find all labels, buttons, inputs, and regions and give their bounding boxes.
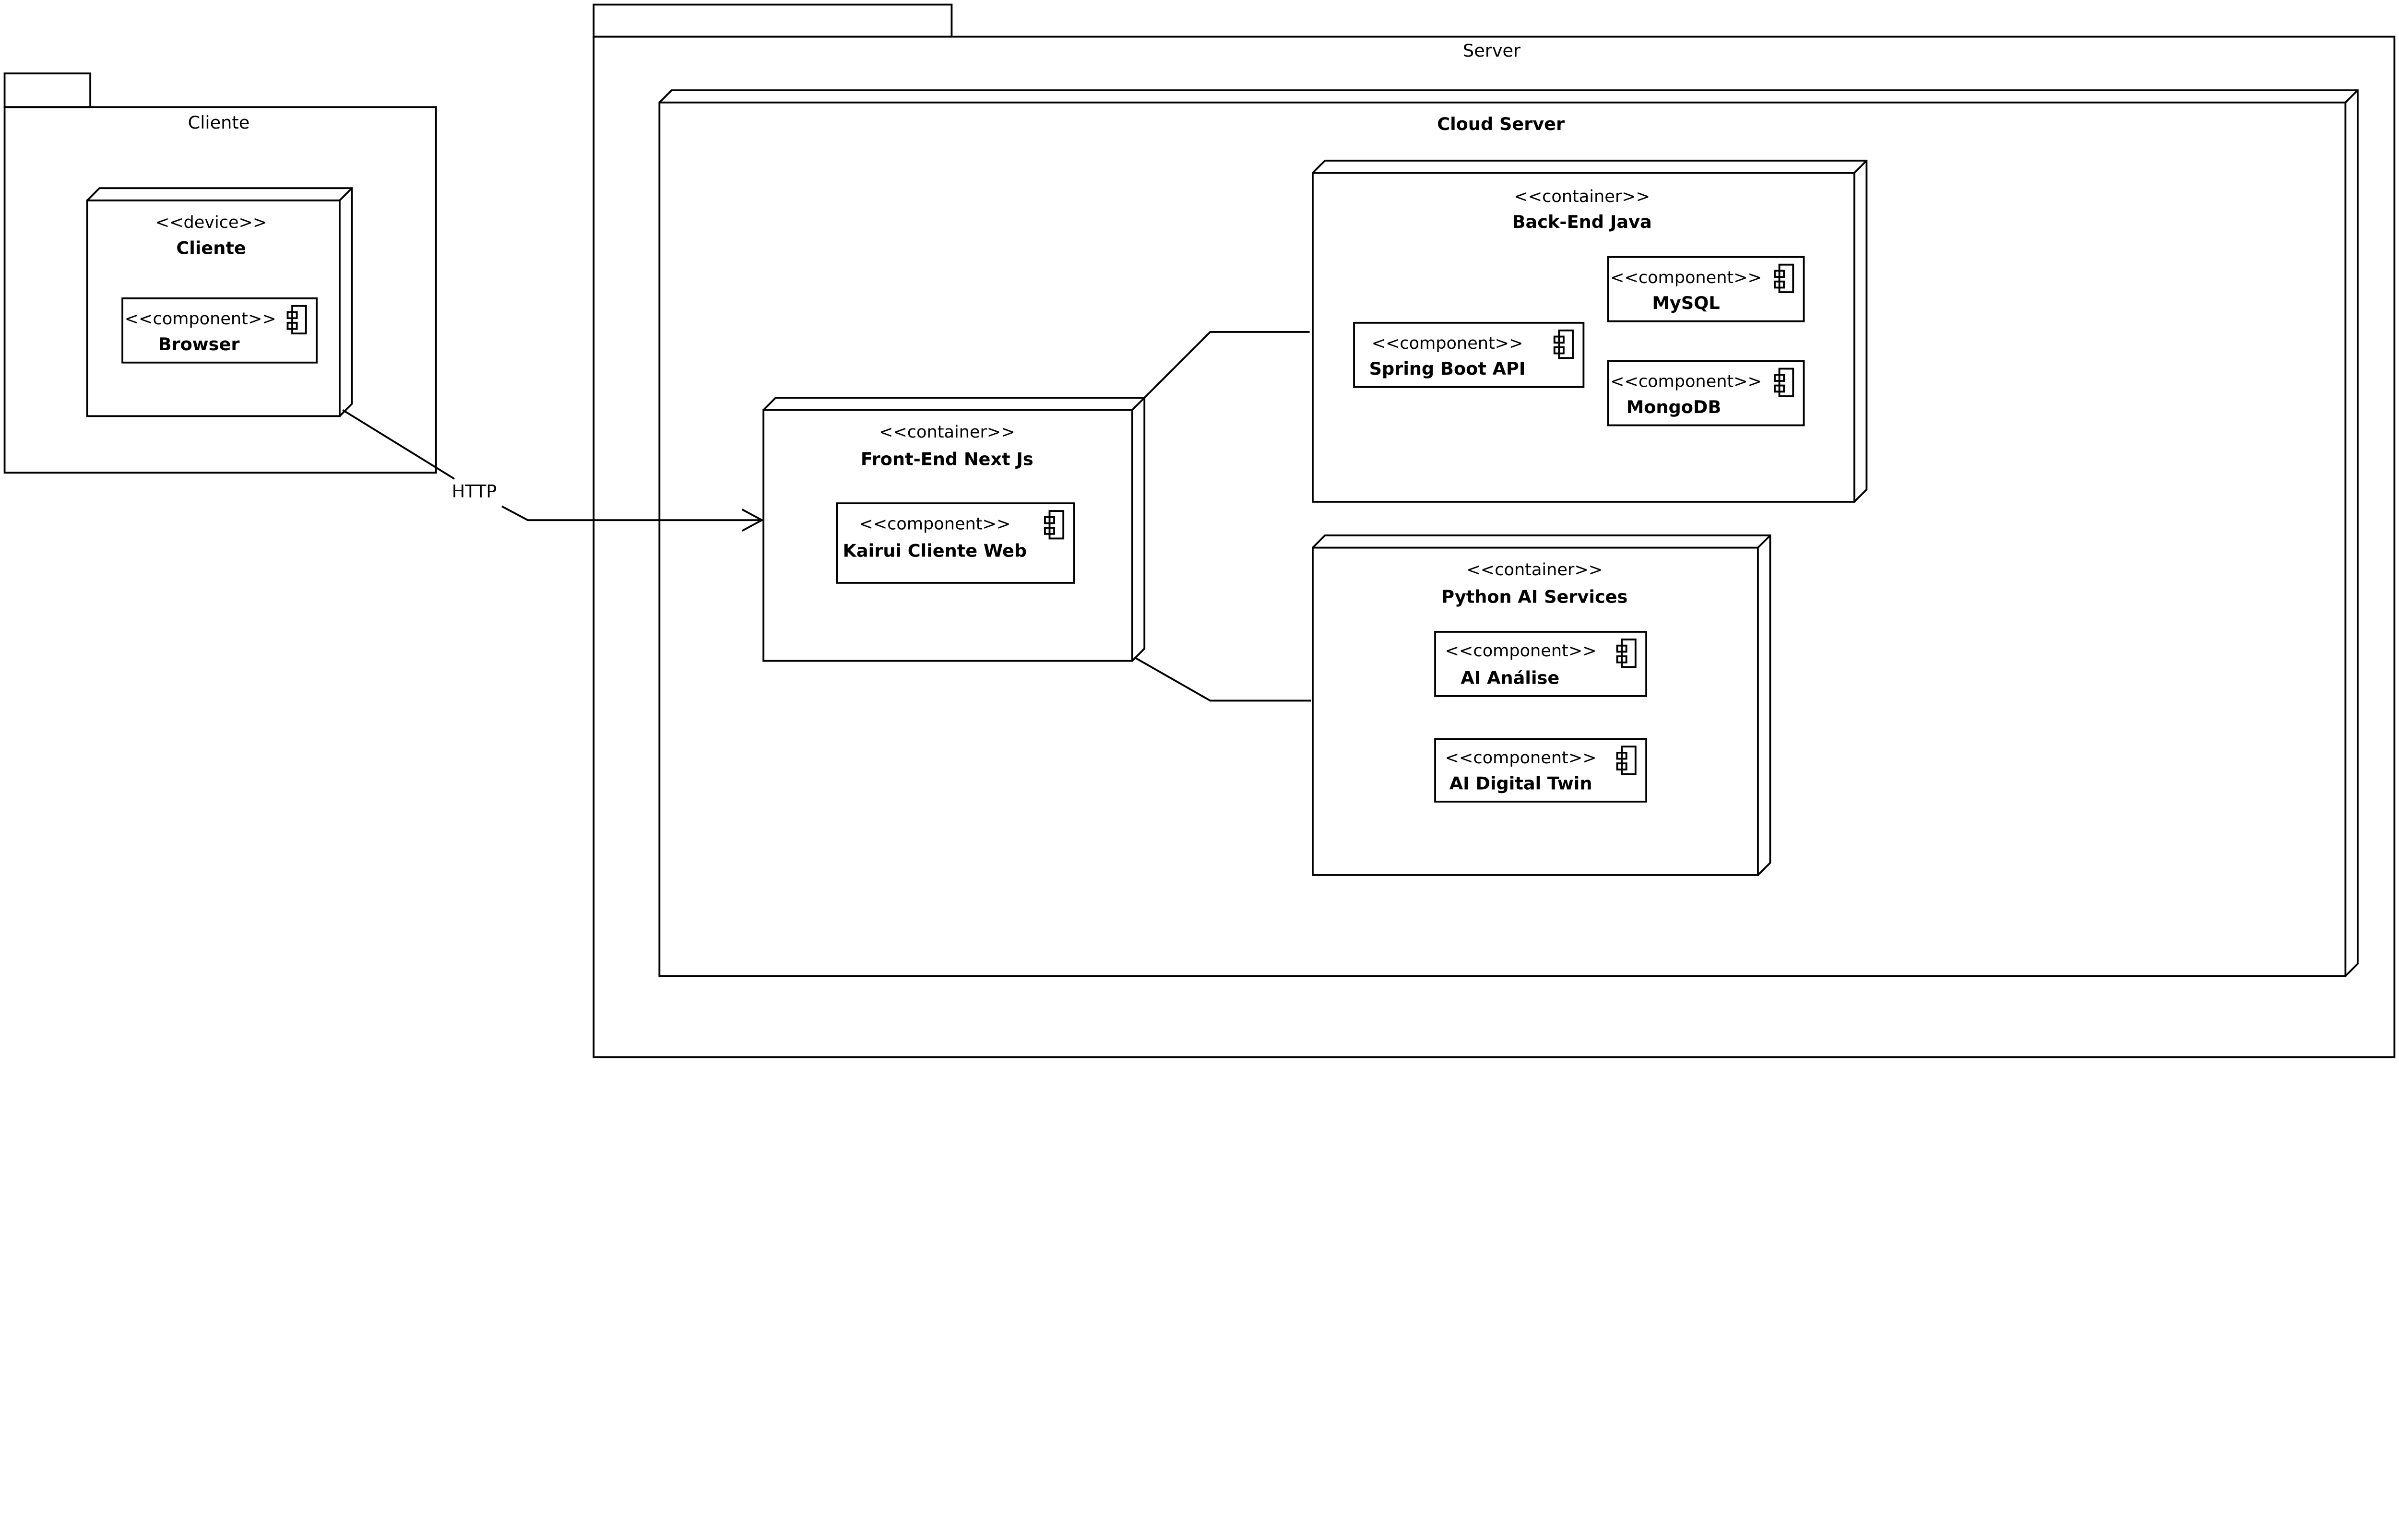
node-back-end-depth — [1312, 159, 1868, 503]
component-mongodb — [1607, 360, 1805, 426]
node-python-name: Python AI Services — [1441, 586, 1627, 607]
component-mysql — [1607, 256, 1805, 322]
edge-front-to-python — [1135, 657, 1311, 702]
component-mysql-component-icon — [1774, 263, 1794, 293]
component-spring-stereotype: <<component>> — [1372, 333, 1523, 353]
component-mysql-stereotype: <<component>> — [1610, 268, 1762, 287]
component-mysql-name: MySQL — [1652, 293, 1720, 313]
component-mongodb-name: MongoDB — [1627, 397, 1722, 417]
node-cliente-device — [86, 199, 341, 417]
node-back-end — [1312, 172, 1855, 503]
component-browser — [121, 297, 318, 364]
edge-http-label: HTTP — [452, 481, 497, 501]
deployment-diagram: Cliente Server Cloud Server <<device>> C… — [3, 3, 2396, 1058]
component-browser-component-icon — [286, 305, 307, 335]
node-cloud-server — [658, 101, 2347, 977]
node-cliente-name: Cliente — [176, 237, 246, 258]
component-ai-analise-component-icon — [1616, 638, 1637, 668]
component-mongodb-stereotype: <<component>> — [1610, 372, 1762, 391]
component-browser-stereotype: <<component>> — [125, 309, 276, 329]
node-back-end-name: Back-End Java — [1512, 212, 1652, 232]
component-browser-name: Browser — [158, 334, 240, 355]
component-spring — [1353, 321, 1585, 388]
component-ai-analise-name: AI Análise — [1461, 667, 1559, 688]
package-server-label: Server — [1463, 40, 1521, 61]
component-kairui-stereotype: <<component>> — [859, 514, 1010, 533]
component-kairui-name: Kairui Cliente Web — [843, 541, 1027, 561]
node-cliente-stereotype: <<device>> — [155, 213, 267, 232]
component-ai-twin-component-icon — [1616, 746, 1637, 775]
component-ai-analise — [1434, 631, 1648, 697]
edge-http — [342, 409, 762, 521]
node-front-end — [762, 409, 1133, 662]
component-kairui — [836, 502, 1075, 584]
package-server — [593, 36, 2396, 1058]
package-cliente-tab — [3, 72, 92, 108]
arrowhead-icon — [741, 509, 764, 532]
component-spring-component-icon — [1553, 329, 1574, 359]
node-cliente-device-depth — [86, 187, 353, 417]
component-kairui-component-icon — [1044, 510, 1065, 540]
node-python-stereotype: <<container>> — [1466, 560, 1603, 580]
node-cloud-server-name: Cloud Server — [1437, 114, 1565, 134]
component-spring-name: Spring Boot API — [1369, 358, 1526, 379]
node-back-end-stereotype: <<container>> — [1514, 187, 1650, 206]
component-ai-analise-stereotype: <<component>> — [1445, 641, 1597, 661]
edge-front-to-back — [1143, 331, 1310, 399]
node-python-ai — [1312, 546, 1759, 876]
package-cliente-label: Cliente — [188, 112, 250, 133]
component-ai-twin — [1434, 738, 1648, 803]
node-front-end-stereotype: <<container>> — [879, 422, 1015, 442]
component-mongodb-component-icon — [1774, 367, 1794, 397]
component-ai-twin-stereotype: <<component>> — [1445, 748, 1597, 768]
component-ai-twin-name: AI Digital Twin — [1449, 773, 1592, 794]
node-front-end-name: Front-End Next Js — [861, 449, 1033, 469]
package-cliente — [3, 106, 437, 474]
package-server-tab — [593, 3, 953, 38]
node-python-ai-depth — [1312, 534, 1771, 876]
node-cloud-server-depth — [659, 89, 2359, 977]
